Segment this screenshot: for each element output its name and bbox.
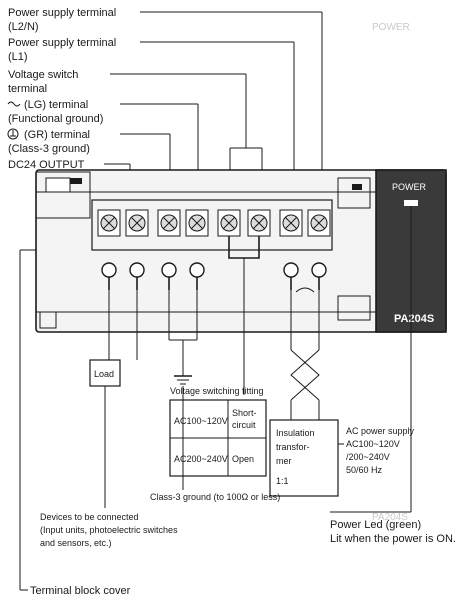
terminal-screw-voltage-b [247, 209, 271, 237]
terminal-screw-dc24-a [97, 209, 121, 237]
table-row-2-setting: Open [232, 454, 254, 464]
lug-l2n [311, 262, 327, 290]
voltage-switching-table: AC100~120V Short- circuit AC200~240V Ope… [169, 399, 267, 477]
terminal-screw-l2n [307, 209, 331, 237]
terminal-screw-gr [157, 209, 181, 237]
callout-l1-terminal-2: (L1) [8, 51, 28, 63]
table-row-1-setting-1: Short- [232, 408, 257, 418]
callout-dc24-output: DC24 OUTPUT [8, 159, 85, 171]
load-label: Load [94, 369, 114, 379]
table-row-2-voltage: AC200~240V [174, 454, 228, 464]
lug-l1 [283, 262, 299, 290]
callout-lg-terminal-1: (LG) terminal [24, 99, 88, 111]
power-supply-module: POWER PA204S [35, 169, 447, 333]
transformer-line-1: Insulation [276, 428, 315, 438]
transformer-line-2: transfor- [276, 442, 310, 452]
callout-class3-ground: Class-3 ground (to 100Ω or less) [150, 492, 280, 502]
terminal-screw-l1 [279, 209, 303, 237]
svg-text:PA204S: PA204S [372, 512, 408, 523]
model-label: PA204S [394, 313, 434, 325]
ground-icon [174, 375, 192, 385]
power-indicator-label: POWER [392, 182, 427, 192]
callout-gr-terminal-1: (GR) terminal [24, 129, 90, 141]
callout-gr-terminal-2: (Class-3 ground) [8, 143, 90, 155]
lug-lg [189, 262, 205, 290]
svg-text:POWER: POWER [372, 22, 410, 33]
callout-power-led-2: Lit when the power is ON. [330, 533, 456, 545]
callout-l2n-terminal-2: (L2/N) [8, 21, 39, 33]
power-led-icon [404, 200, 418, 206]
callout-voltage-switch-1: Voltage switch [8, 69, 78, 81]
callout-devices-1: Devices to be connected [40, 512, 139, 522]
callout-ac-supply-1: AC power supply [346, 426, 415, 436]
lug-dc24-a [101, 262, 117, 290]
callout-l1-terminal-1: Power supply terminal [8, 37, 116, 49]
insulation-transformer: Insulation transfor- mer 1:1 [269, 419, 339, 497]
external-wiring [108, 258, 320, 420]
callout-terminal-block-cover: Terminal block cover [30, 585, 131, 597]
lug-gr [161, 262, 177, 290]
callout-voltage-switching-fitting: Voltage switching fitting [170, 386, 264, 396]
right-callouts: Power Led (green) Lit when the power is … [40, 206, 456, 548]
background-faint-text: POWER PA204S [372, 22, 410, 523]
left-callouts: Power supply terminal (L2/N) Power suppl… [7, 7, 116, 171]
terminal-screw-voltage-a [217, 209, 241, 237]
callout-devices-3: and sensors, etc.) [40, 538, 112, 548]
terminal-screw-lg [185, 209, 209, 237]
callout-ac-supply-3: /200~240V [346, 452, 390, 462]
callout-voltage-switch-2: terminal [8, 83, 47, 95]
bottom-callouts: Terminal block cover [19, 249, 131, 597]
callout-devices-2: (Input units, photoelectric switches [40, 525, 178, 535]
terminal-screw-dc24-b [125, 209, 149, 237]
callout-l2n-terminal-1: Power supply terminal [8, 7, 116, 19]
gr-symbol-icon [7, 128, 19, 140]
table-row-1-voltage: AC100~120V [174, 416, 228, 426]
load-box: Load [89, 359, 121, 387]
callout-ac-supply-4: 50/60 Hz [346, 465, 383, 475]
lg-symbol-icon [7, 101, 21, 107]
callout-power-led-1: Power Led (green) [330, 519, 421, 531]
ac-tilde-icon [295, 287, 315, 293]
lug-dc24-b [129, 262, 145, 290]
callout-ac-supply-2: AC100~120V [346, 439, 400, 449]
transformer-ratio: 1:1 [276, 476, 289, 486]
transformer-line-3: mer [276, 456, 292, 466]
terminal-block [91, 199, 333, 259]
table-row-1-setting-2: circuit [232, 420, 256, 430]
ring-lugs [101, 262, 327, 293]
callout-lg-terminal-2: (Functional ground) [8, 113, 103, 125]
